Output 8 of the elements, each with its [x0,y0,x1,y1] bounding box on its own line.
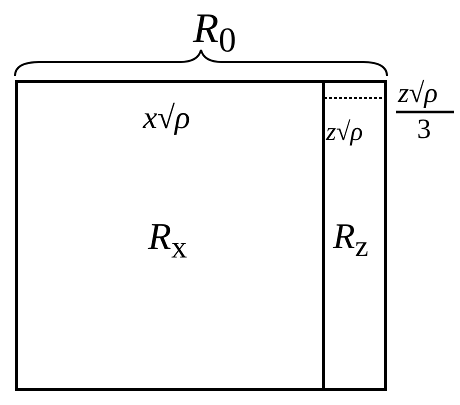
region-label: R$_{z}$ [333,218,368,262]
dimension-label: x√ρ [143,101,190,133]
region-label: R$_{x}$ [148,218,188,264]
fraction-numerator: z√ρ [398,80,438,108]
fraction-denominator: 3 [417,116,431,144]
region-label: R$_{0}$ [193,8,236,58]
dimension-label: z√ρ [326,119,363,145]
outer-rectangle [15,80,387,391]
